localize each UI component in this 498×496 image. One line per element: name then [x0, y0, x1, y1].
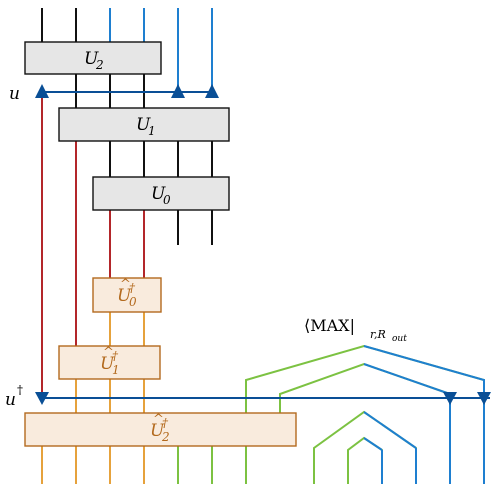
- svg-text:†: †: [129, 281, 136, 295]
- svg-text:†: †: [112, 349, 119, 363]
- gate-u2: U 2: [24, 41, 162, 75]
- gate-u0: U 0: [92, 176, 230, 211]
- bond-u: [35, 84, 219, 98]
- svg-text:U: U: [84, 49, 99, 69]
- arrow-up-icon: [35, 84, 49, 98]
- svg-text:0: 0: [129, 295, 137, 309]
- svg-text:U: U: [100, 354, 115, 374]
- arrow-down-icon: [477, 392, 491, 405]
- svg-text:0: 0: [163, 193, 171, 207]
- orange-wires: [41, 312, 145, 484]
- label-max-bra: ⟨MAX| r,R out: [304, 316, 407, 344]
- label-u-dagger: u †: [5, 383, 23, 410]
- top-blue-wires: [109, 8, 213, 92]
- label-u: u: [9, 84, 20, 104]
- arrow-down-icon: [35, 392, 49, 405]
- gate-u2-hat-dagger: U ^ 2 †: [24, 412, 297, 447]
- svg-text:U: U: [136, 115, 151, 135]
- svg-text:u: u: [5, 390, 16, 410]
- svg-text:^: ^: [153, 412, 164, 427]
- gate-u1: U 1: [58, 107, 230, 142]
- bond-u-dagger: [35, 392, 491, 405]
- svg-text:out: out: [392, 334, 407, 344]
- svg-text:2: 2: [161, 430, 170, 444]
- svg-text:†: †: [17, 383, 23, 397]
- svg-text:^: ^: [120, 277, 131, 292]
- arrow-up-icon: [171, 84, 185, 98]
- red-wires: [41, 92, 145, 398]
- svg-text:U: U: [151, 184, 166, 204]
- svg-text:†: †: [162, 416, 169, 430]
- gate-u0-hat-dagger: U ^ 0 †: [92, 277, 162, 313]
- svg-text:U: U: [117, 286, 132, 306]
- gate-u1-hat-dagger: U ^ 1 †: [58, 345, 161, 380]
- svg-text:r,R: r,R: [370, 328, 386, 341]
- svg-text:1: 1: [148, 124, 156, 138]
- svg-text:^: ^: [103, 345, 114, 360]
- svg-text:⟨MAX|: ⟨MAX|: [304, 316, 355, 335]
- svg-text:1: 1: [112, 363, 120, 377]
- bottom-blue-wires: [363, 345, 485, 484]
- arrow-down-icon: [443, 392, 457, 405]
- arrow-up-icon: [205, 84, 219, 98]
- svg-text:U: U: [150, 421, 165, 441]
- svg-text:2: 2: [95, 58, 104, 72]
